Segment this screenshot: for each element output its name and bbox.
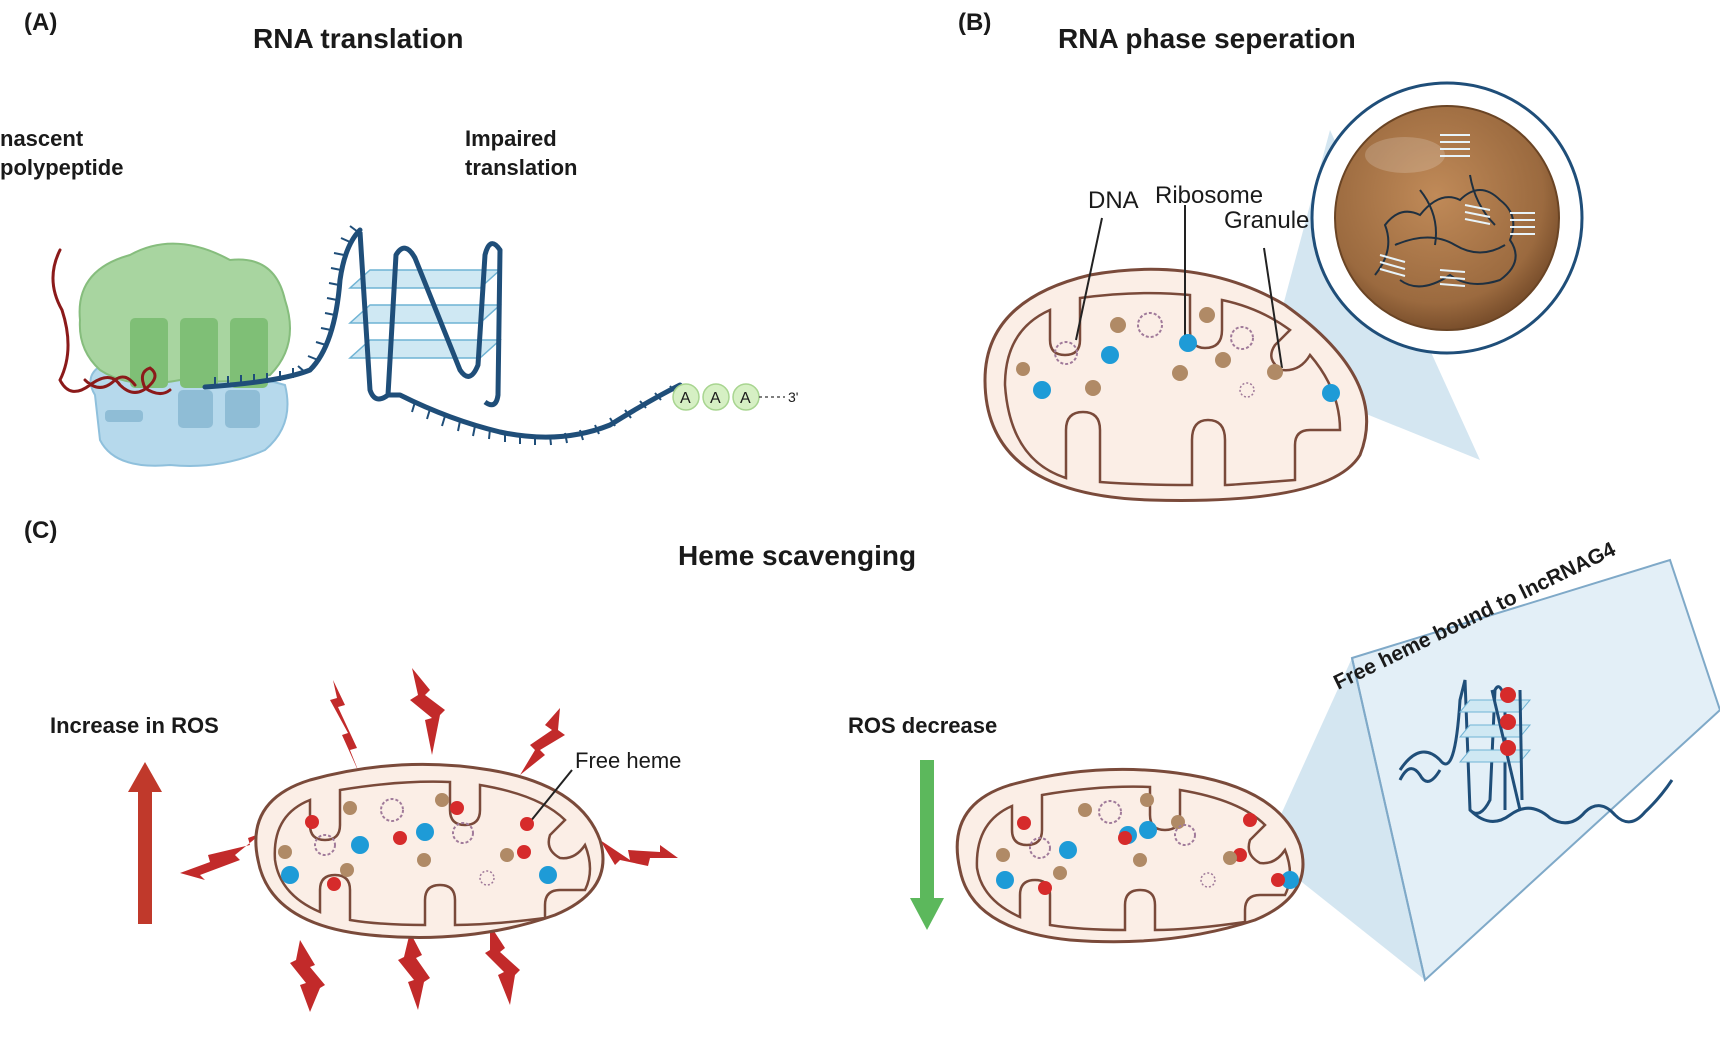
panel-c-letter: (C) [24,517,57,544]
panel-c-title: Heme scavenging [678,540,916,571]
poly-a-2: A [710,390,721,407]
panel-a-letter: (A) [24,9,57,36]
mitochondrion-c-right [955,767,1305,944]
mrna-strand [202,227,363,390]
bound-heme-3 [1500,740,1516,756]
increase-ros-label: Increase in ROS [50,713,219,738]
dna-label: DNA [1088,187,1139,214]
ros-decrease-arrow [910,760,944,930]
granule-leader [1263,247,1283,369]
ros-decrease-label: ROS decrease [848,713,997,738]
panel-a: (A) RNA translation nascent polypeptide … [0,9,798,467]
large-subunit-site-3 [230,318,268,388]
bolt-5 [600,840,678,866]
ribosome-label: Ribosome [1155,182,1263,209]
bolt-2 [410,668,445,755]
mito-c-right-contents [996,793,1299,895]
poly-a-tail: A A A 3' [672,383,798,411]
nascent-polypeptide [51,248,172,395]
nascent-label-line1: nascent [0,126,84,151]
mitochondrion-b [983,267,1369,502]
panel-b-letter: (B) [958,9,991,36]
large-subunit-site-1 [130,318,168,388]
bolt-3 [520,708,565,775]
mito-c-left-contents [278,793,557,891]
bolt-7 [398,932,430,1010]
panel-b-title: RNA phase seperation [1058,23,1356,54]
panel-c: (C) Heme scavenging Increase in ROS ROS … [24,517,1720,1012]
bound-heme-1 [1500,687,1516,703]
bolt-1 [330,680,360,775]
ros-bolts [180,668,678,1012]
dna-leader [1075,217,1103,341]
mrna-ticks [214,225,677,446]
panel-b: (B) RNA phase seperation DNA Ribosome Gr… [958,9,1584,502]
poly-a-1: A [680,390,691,407]
granule-magnified [1310,81,1584,355]
impaired-label-line1: Impaired [465,126,557,151]
small-subunit-slot [105,410,143,422]
bolt-8 [485,925,520,1005]
mitochondrion-c-left [254,762,605,939]
impaired-label-line2: translation [465,155,577,180]
free-heme-label: Free heme [575,748,681,773]
mito-b-contents [1016,307,1340,402]
small-subunit-site-1 [178,390,213,428]
bound-heme-2 [1500,714,1516,730]
lncrna-zoom-box [1350,558,1720,982]
large-subunit-site-2 [180,318,218,388]
bolt-6 [290,940,325,1012]
mrna-strand-lower [397,382,683,440]
three-prime-label: 3' [788,389,798,405]
zoom-wedge-c [1264,658,1425,980]
granule-label: Granule [1224,207,1309,234]
bolt-4 [180,833,262,880]
free-heme-leader [529,769,573,823]
g-quadruplex [348,231,503,408]
nascent-label-line2: polypeptide [0,155,123,180]
panel-a-title: RNA translation [253,23,464,54]
ros-increase-arrow [128,762,162,924]
poly-a-3: A [740,390,751,407]
small-subunit-site-2 [225,390,260,428]
